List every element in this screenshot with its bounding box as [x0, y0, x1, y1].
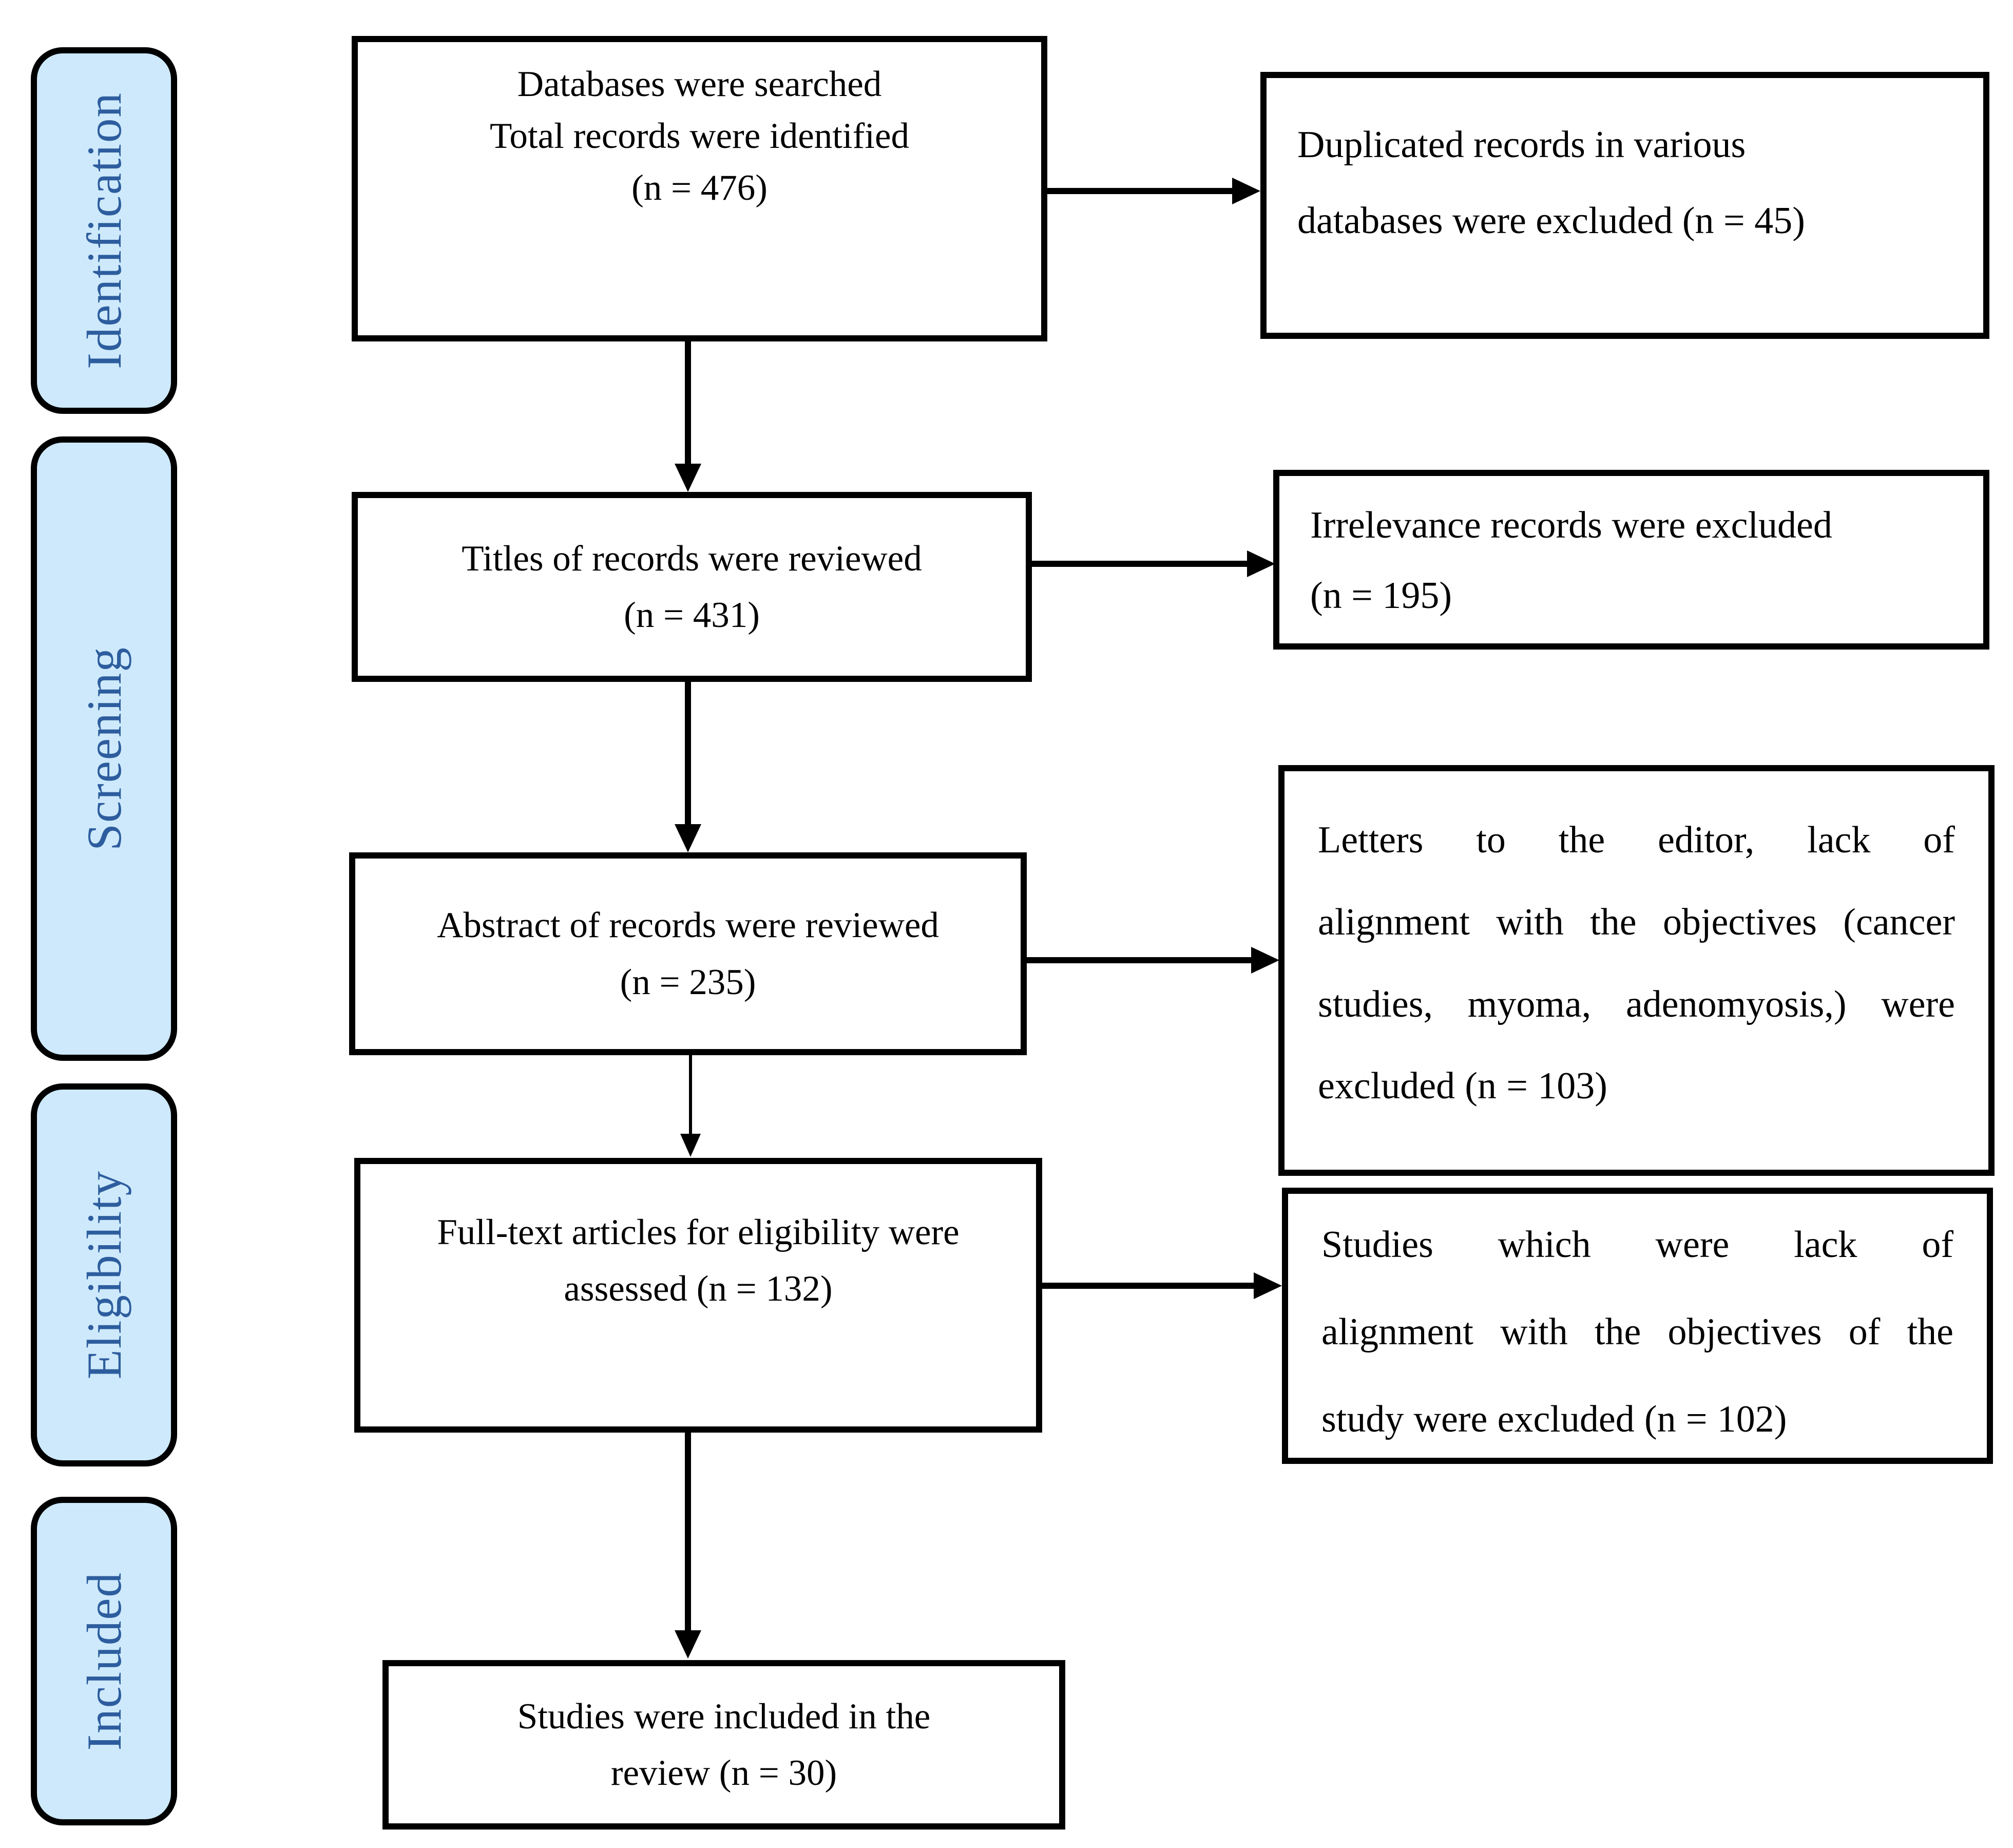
exclusion-box-irrelevance-text: Irrelevance records were excluded(n = 19…	[1310, 504, 1832, 617]
exclusion-box-irrelevance: Irrelevance records were excluded(n = 19…	[1273, 470, 1989, 650]
stage-eligibility-label: Eligibility	[76, 1170, 131, 1380]
arrow-to-editor-letters-line	[1027, 957, 1254, 963]
arrow-fulltext-to-included-line	[685, 1433, 691, 1633]
flow-box-titles-reviewed: Titles of records were reviewed(n = 431)	[352, 492, 1032, 682]
arrow-to-misaligned-head	[1254, 1272, 1282, 1299]
stage-screening: Screening	[31, 436, 177, 1061]
arrow-to-duplicates-line	[1047, 188, 1235, 194]
arrow-titles-to-abstracts-line	[685, 682, 691, 827]
arrow-identified-to-titles-head	[675, 464, 701, 492]
stage-eligibility: Eligibility	[31, 1083, 177, 1466]
flow-box-abstracts-reviewed: Abstract of records were reviewed(n = 23…	[349, 852, 1027, 1055]
arrow-to-misaligned-line	[1041, 1283, 1256, 1289]
arrow-fulltext-to-included-head	[675, 1630, 701, 1659]
flow-box-titles-reviewed-text: Titles of records were reviewed(n = 431)	[462, 538, 922, 635]
arrow-to-duplicates-head	[1232, 178, 1260, 204]
arrow-to-irrelevance-line	[1032, 561, 1250, 567]
arrow-titles-to-abstracts-head	[675, 824, 701, 852]
arrow-to-editor-letters-head	[1251, 947, 1279, 974]
stage-identification-label: Identification	[76, 92, 131, 369]
stage-included-label: Included	[76, 1571, 131, 1751]
stage-included: Included	[31, 1497, 177, 1825]
arrow-to-irrelevance-head	[1247, 550, 1275, 577]
arrow-abstracts-to-fulltext-head	[680, 1134, 701, 1157]
arrow-identified-to-titles-line	[685, 341, 691, 466]
stage-screening-label: Screening	[76, 646, 131, 851]
stage-identification: Identification	[31, 47, 177, 414]
flow-box-abstracts-reviewed-text: Abstract of records were reviewed(n = 23…	[437, 905, 939, 1002]
arrow-abstracts-to-fulltext-line	[689, 1055, 692, 1136]
